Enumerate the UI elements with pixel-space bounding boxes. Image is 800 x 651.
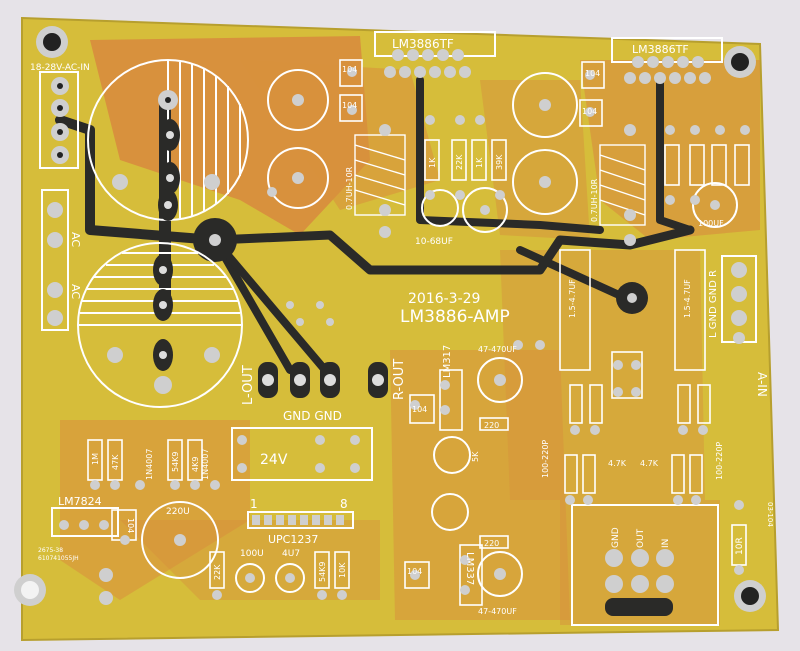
cap104-label-4: 104 bbox=[582, 107, 597, 116]
r4k9-label: 4K9 bbox=[191, 457, 200, 472]
r47k-label-2: 4.7K bbox=[608, 459, 627, 468]
out-label: OUT bbox=[636, 528, 646, 548]
ac-secondary-terminal bbox=[41, 189, 69, 331]
inductor-right bbox=[599, 144, 646, 226]
cap-right-label: 100UF bbox=[698, 219, 724, 228]
lm7824-label: LM7824 bbox=[58, 495, 102, 508]
relay-outline bbox=[231, 427, 373, 481]
r220-label-1: 220 bbox=[484, 421, 499, 430]
output-ground-hole bbox=[627, 293, 637, 303]
upc-pins bbox=[252, 515, 344, 525]
star-ground-hole bbox=[209, 234, 221, 246]
r-out-label: R-OUT bbox=[392, 359, 407, 400]
lm317-label: LM317 bbox=[442, 345, 453, 378]
cap100-220-right: 100-220P bbox=[715, 442, 724, 480]
r54k9-label: 54K9 bbox=[171, 451, 180, 472]
r1k-label: 1K bbox=[428, 157, 437, 168]
input-terminal bbox=[721, 255, 757, 344]
small-capacitors bbox=[141, 69, 738, 597]
v24-label: 24V bbox=[260, 452, 288, 468]
mounting-holes bbox=[14, 26, 766, 612]
ic-right-label: LM3886TF bbox=[632, 43, 689, 56]
r10r-label: 10R bbox=[735, 537, 745, 555]
r1m-label: 1M bbox=[91, 453, 100, 465]
resistor-outlines bbox=[87, 59, 750, 606]
cap104-label-6: 104 bbox=[407, 567, 422, 576]
gnd-label: GND bbox=[611, 527, 621, 548]
gnd-gnd-label: GND GND bbox=[283, 409, 342, 423]
cap47-470-bot: 47-470UF bbox=[478, 607, 517, 616]
ac-label-2: AC bbox=[69, 284, 82, 299]
cap104-label-1: 104 bbox=[342, 65, 357, 74]
regulator-pads bbox=[605, 549, 674, 616]
ac-input-terminal bbox=[39, 71, 79, 169]
lm7824-pads bbox=[59, 520, 109, 530]
relay-pads bbox=[237, 435, 360, 473]
cap4u7-label: 4U7 bbox=[282, 549, 300, 559]
r220-label-2: 220 bbox=[484, 539, 499, 548]
title-label: LM3886-AMP bbox=[400, 307, 510, 327]
r1k-label-2: 1K bbox=[475, 157, 484, 168]
inductor-left-label: 0.7UH-10R bbox=[345, 166, 354, 210]
cap220u-label: 220U bbox=[166, 507, 190, 517]
r10k-label: 10K bbox=[338, 562, 347, 578]
code-label: 2675-38 bbox=[38, 547, 63, 554]
cap104-label-2: 104 bbox=[342, 101, 357, 110]
range-left-label: 1.5-4.7UF bbox=[568, 279, 577, 318]
r22k-label: 22K bbox=[213, 564, 222, 580]
cap10-68-label: 10-68UF bbox=[415, 237, 453, 247]
r22k-label-2: 22K bbox=[455, 154, 464, 170]
cap100u-label: 100U bbox=[240, 549, 264, 559]
ic-right-pins bbox=[624, 56, 711, 84]
d4007-label-2: 1N4007 bbox=[201, 449, 210, 480]
r39k-label: 39K bbox=[495, 154, 504, 170]
input-pins-label: L GND GND R bbox=[708, 270, 719, 338]
upc-outline bbox=[247, 511, 354, 529]
ic-left-outline bbox=[374, 31, 496, 57]
date-label: 2016-3-29 bbox=[408, 291, 480, 307]
cap100-220-left: 100-220P bbox=[541, 440, 550, 478]
code-03-label: 03-104 bbox=[766, 502, 774, 527]
l-out-label: L-OUT bbox=[241, 365, 256, 405]
d4007-label-1: 1N4007 bbox=[145, 449, 154, 480]
inductor-left bbox=[354, 134, 406, 216]
ic-left-pins bbox=[384, 49, 471, 78]
power-in-label: 18-28V-AC-IN bbox=[30, 63, 90, 73]
ic-left-label: LM3886TF bbox=[392, 37, 454, 51]
lm337-label: LM337 bbox=[464, 552, 475, 585]
r54k9-label-2: 54K9 bbox=[318, 561, 327, 582]
range-right-label: 1.5-4.7UF bbox=[683, 279, 692, 318]
cap104-label-7: 104 bbox=[126, 518, 135, 533]
regulator-outline bbox=[571, 504, 719, 626]
r47k-label: 47K bbox=[111, 454, 120, 470]
cap47-470-top: 47-470UF bbox=[478, 345, 517, 354]
cap104-label-5: 104 bbox=[412, 405, 427, 414]
r5k-label: 5K bbox=[471, 451, 480, 462]
pin1-label: 1 bbox=[250, 497, 258, 511]
scattered-pads bbox=[90, 67, 750, 605]
code-label-2: 610741055JH bbox=[38, 555, 79, 562]
pin8-label: 8 bbox=[340, 497, 348, 511]
small-capacitor-pads bbox=[174, 94, 720, 583]
upc-label: UPC1237 bbox=[268, 533, 318, 546]
lm7824-outline bbox=[51, 507, 119, 537]
in-label: IN bbox=[661, 539, 671, 548]
cap104-label-3: 104 bbox=[585, 69, 600, 78]
inductor-right-label: 0.7UH-10R bbox=[590, 178, 599, 222]
a-in-label: A-IN bbox=[755, 372, 769, 397]
ac-label-1: AC bbox=[69, 232, 82, 247]
output-pads bbox=[258, 362, 388, 398]
silk-labels: 2016-3-29 LM3886-AMP 18-28V-AC-IN AC AC … bbox=[30, 37, 774, 616]
r47k-label-3: 4.7K bbox=[640, 459, 659, 468]
